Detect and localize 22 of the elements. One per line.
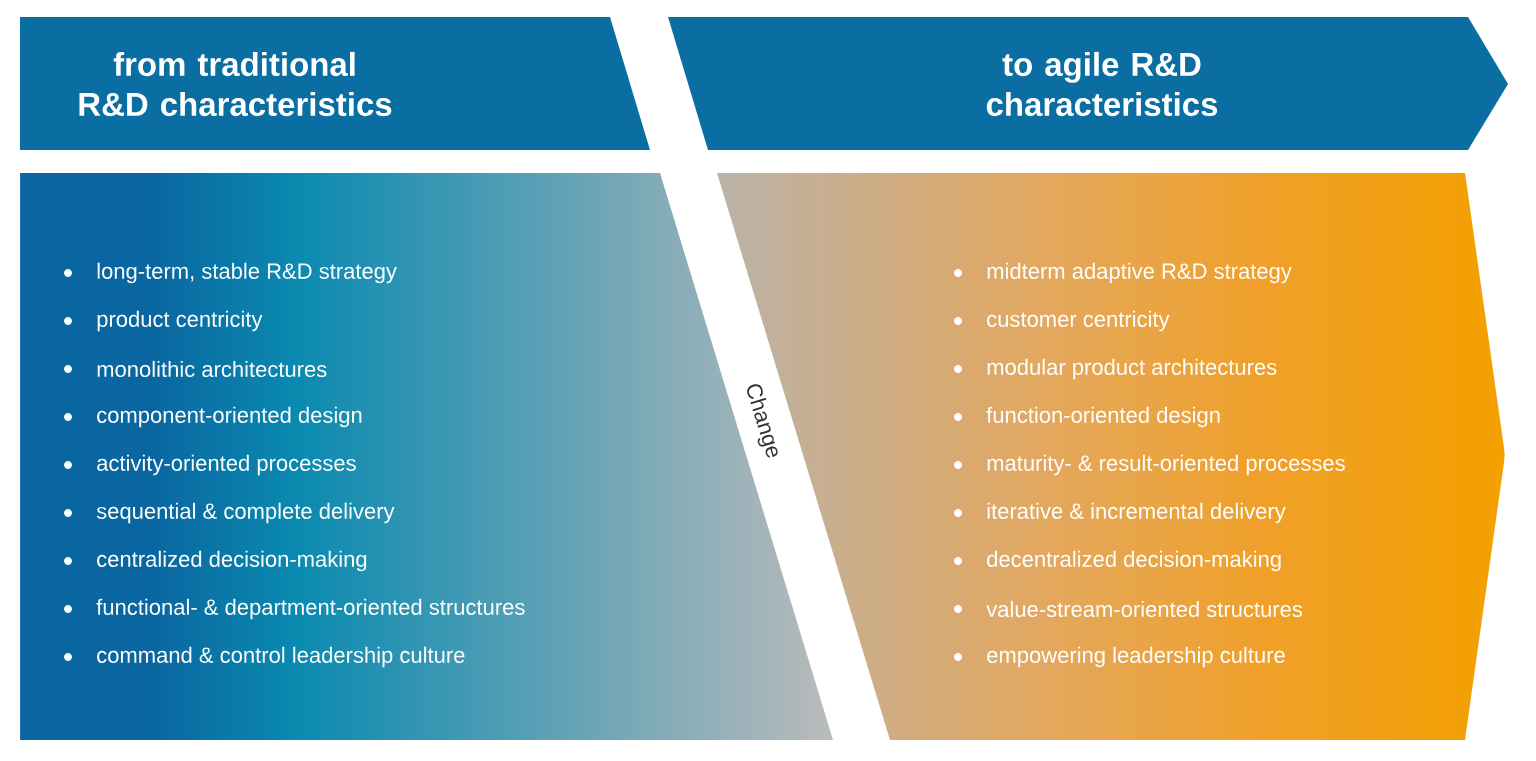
bullet-item: product centricity bbox=[64, 310, 263, 332]
bullet-item: component-oriented design bbox=[64, 406, 362, 428]
bullet-item: decentralized decision-making bbox=[954, 550, 1281, 572]
bullet-item: command & control leadership culture bbox=[64, 646, 465, 668]
bullet-item: maturity- & result-oriented processes bbox=[954, 454, 1345, 476]
bullet-item: modular product architectures bbox=[954, 358, 1277, 380]
bullet-item: long-term, stable R&D strategy bbox=[64, 262, 397, 284]
bullet-item: empowering leadership culture bbox=[954, 646, 1285, 668]
rotated-label: Change bbox=[747, 384, 778, 458]
bullet-item: midterm adaptive R&D strategy bbox=[954, 262, 1292, 284]
bullet-item: customer centricity bbox=[954, 310, 1170, 332]
bullet-item: sequential & complete delivery bbox=[64, 502, 395, 524]
bullet-item: activity-oriented processes bbox=[64, 454, 356, 476]
bullet-item: function-oriented design bbox=[954, 406, 1220, 428]
characteristics-arrow bbox=[954, 262, 1345, 668]
bullet-item: functional- & department-oriented structures bbox=[64, 598, 525, 620]
bullet-item: centralized decision-making bbox=[64, 550, 367, 572]
bullet-item: iterative & incremental delivery bbox=[954, 502, 1286, 524]
characteristics-panel bbox=[64, 262, 525, 668]
bullet-item: monolithic architectures bbox=[64, 360, 327, 378]
bullet-item: value-stream-oriented structures bbox=[954, 600, 1303, 618]
header-band: from traditional R&D characteristics bbox=[20, 17, 650, 150]
